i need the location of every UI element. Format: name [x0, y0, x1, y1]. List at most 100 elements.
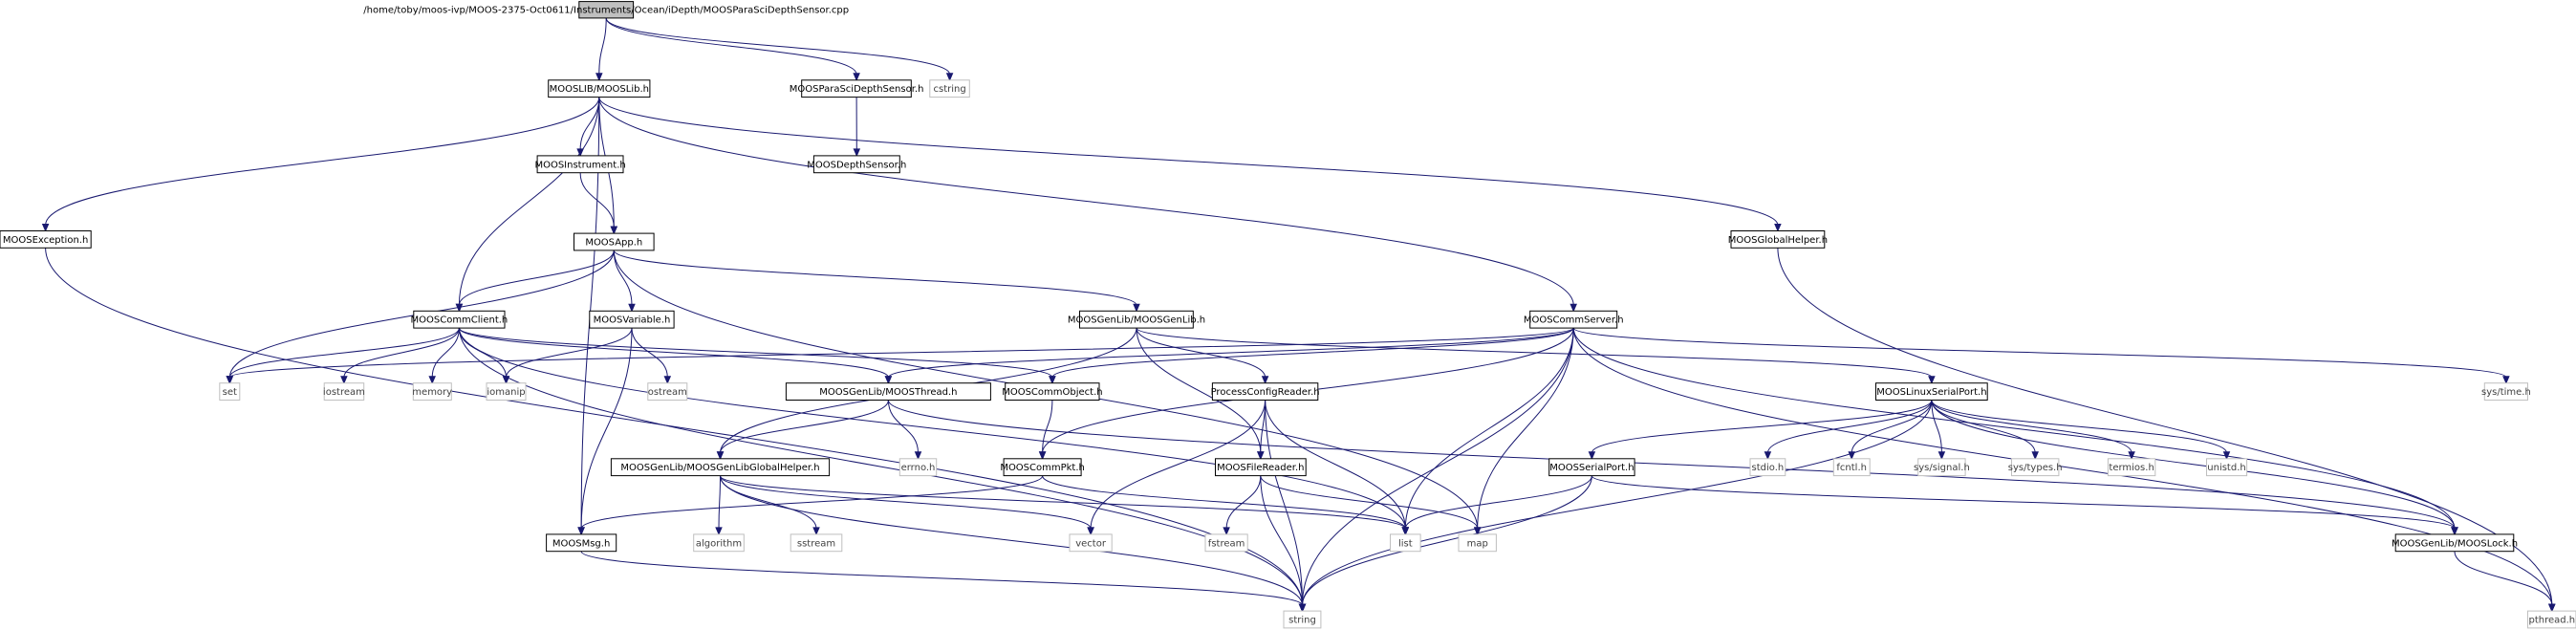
edge-line: [228, 327, 1574, 379]
node-box: [801, 79, 912, 98]
node-label: MOOSCommPkt.h: [1000, 463, 1085, 473]
node-label: MOOSGlobalHelper.h: [1728, 235, 1828, 246]
edge-thread-to-errno: [887, 400, 922, 461]
edge-line: [579, 172, 615, 228]
node-exception[interactable]: MOOSException.h: [0, 230, 92, 249]
edge-line: [1302, 400, 1933, 606]
edge-arrowhead: [1764, 451, 1772, 461]
node-label: MOOSVariable.h: [594, 315, 671, 326]
node-serialport[interactable]: MOOSSerialPort.h: [1548, 458, 1635, 477]
node-label: fstream: [1208, 538, 1245, 549]
node-genlibglobal[interactable]: MOOSGenLib/MOOSGenLibGlobalHelper.h: [610, 458, 831, 477]
node-instrument[interactable]: MOOSInstrument.h: [534, 155, 626, 174]
edge-line: [2454, 551, 2553, 606]
node-label: memory: [412, 387, 452, 398]
edge-arrowhead: [2222, 451, 2231, 461]
node-app[interactable]: MOOSApp.h: [574, 232, 655, 251]
node-box: [2394, 533, 2515, 553]
edge-line: [228, 327, 460, 378]
node-label: MOOSDepthSensor.h: [807, 160, 906, 170]
edge-mooslib-to-commserver: [598, 97, 1577, 313]
edge-app-to-genlib: [613, 250, 1140, 313]
node-processconfig[interactable]: ProcessConfigReader.h: [1211, 382, 1320, 402]
edge-thread-to-genlibglobal: [716, 400, 889, 461]
node-label: termios.h: [2109, 463, 2154, 473]
edge-linuxserial-to-unistd: [1931, 400, 2231, 461]
edge-commserver-to-systime: [1572, 327, 2510, 384]
node-label: ostream: [648, 387, 687, 398]
edge-line: [1572, 328, 2456, 529]
edge-line: [458, 327, 1053, 379]
node-commobject[interactable]: MOOSCommObject.h: [1002, 382, 1103, 402]
edge-globalhelper-to-pthread: [1777, 248, 2556, 613]
edge-line: [45, 248, 1303, 606]
node-box: [693, 533, 745, 553]
edge-filereader-to-map: [1260, 475, 1482, 536]
node-label: fcntl.h: [1836, 463, 1867, 473]
node-box: [574, 232, 655, 251]
node-box: [898, 458, 938, 477]
node-lock[interactable]: MOOSGenLib/MOOSLock.h: [2392, 533, 2518, 553]
node-set: set: [219, 382, 241, 402]
edge-commpkt-to-list: [1042, 475, 1410, 536]
node-label: string: [1288, 616, 1316, 626]
edge-line: [1042, 475, 1406, 530]
node-depthsensor[interactable]: MOOSDepthSensor.h: [807, 155, 906, 174]
node-label: MOOSCommObject.h: [1002, 387, 1102, 398]
node-box: [785, 382, 991, 402]
node-box: [2206, 458, 2248, 477]
edge-arrowhead: [595, 73, 603, 82]
node-label: sys/time.h: [2481, 387, 2531, 398]
node-mooslib[interactable]: MOOSLIB/MOOSLib.h: [548, 79, 651, 98]
node-moosmsg[interactable]: MOOSMsg.h: [546, 533, 617, 553]
node-string: string: [1283, 610, 1322, 629]
edge-line: [720, 475, 1303, 606]
edge-serialport-to-string: [1298, 475, 1592, 613]
edge-line: [343, 328, 460, 378]
edge-line: [1931, 400, 2132, 453]
node-box: [2011, 458, 2060, 477]
node-vector: vector: [1069, 533, 1113, 553]
edge-arrowhead: [945, 73, 954, 82]
edge-arrowhead: [1774, 224, 1782, 232]
node-genlib[interactable]: MOOSGenLib/MOOSGenLib.h: [1068, 310, 1205, 329]
node-thread[interactable]: MOOSGenLib/MOOSThread.h: [785, 382, 991, 402]
edge-line: [887, 400, 919, 453]
node-box: [486, 382, 527, 402]
node-box: [1832, 458, 1871, 477]
node-box: [2107, 458, 2156, 477]
node-label: MOOSCommClient.h: [411, 315, 509, 326]
edge-line: [1225, 475, 1262, 529]
node-commclient[interactable]: MOOSCommClient.h: [411, 310, 509, 329]
node-root[interactable]: /home/toby/moos-ivp/MOOS-2375-Oct0611/In…: [363, 1, 849, 19]
node-sstream: sstream: [790, 533, 843, 553]
node-label: MOOSException.h: [3, 235, 88, 246]
node-box: [1069, 533, 1113, 553]
edge-line: [1404, 475, 1592, 530]
node-linuxserial[interactable]: MOOSLinuxSerialPort.h: [1875, 382, 1988, 402]
node-iomanip: iomanip: [486, 382, 527, 402]
node-box: [1730, 230, 1826, 249]
edge-mooslib-to-instrument: [576, 97, 600, 158]
node-filereader[interactable]: MOOSFileReader.h: [1215, 458, 1307, 477]
edge-line: [580, 328, 633, 529]
edge-line: [1136, 327, 1266, 378]
node-commserver[interactable]: MOOSCommServer.h: [1524, 310, 1624, 329]
node-label: map: [1467, 538, 1488, 549]
node-globalhelper[interactable]: MOOSGlobalHelper.h: [1728, 230, 1828, 249]
edge-line: [720, 475, 1406, 530]
node-variable[interactable]: MOOSVariable.h: [589, 310, 675, 329]
node-parasci[interactable]: MOOSParaSciDepthSensor.h: [790, 79, 924, 98]
edge-arrowhead: [1223, 527, 1230, 536]
edge-commclient-to-memory: [428, 328, 460, 384]
edge-line: [720, 400, 889, 453]
node-box: [812, 155, 900, 174]
edge-line: [1572, 327, 2507, 379]
edge-arrowhead: [2548, 603, 2556, 613]
edge-line: [1265, 400, 1406, 529]
edge-line: [1136, 327, 1933, 379]
node-systypes: sys/types.h: [2008, 458, 2063, 477]
node-label: errno.h: [901, 463, 936, 473]
node-commpkt[interactable]: MOOSCommPkt.h: [1000, 458, 1085, 477]
